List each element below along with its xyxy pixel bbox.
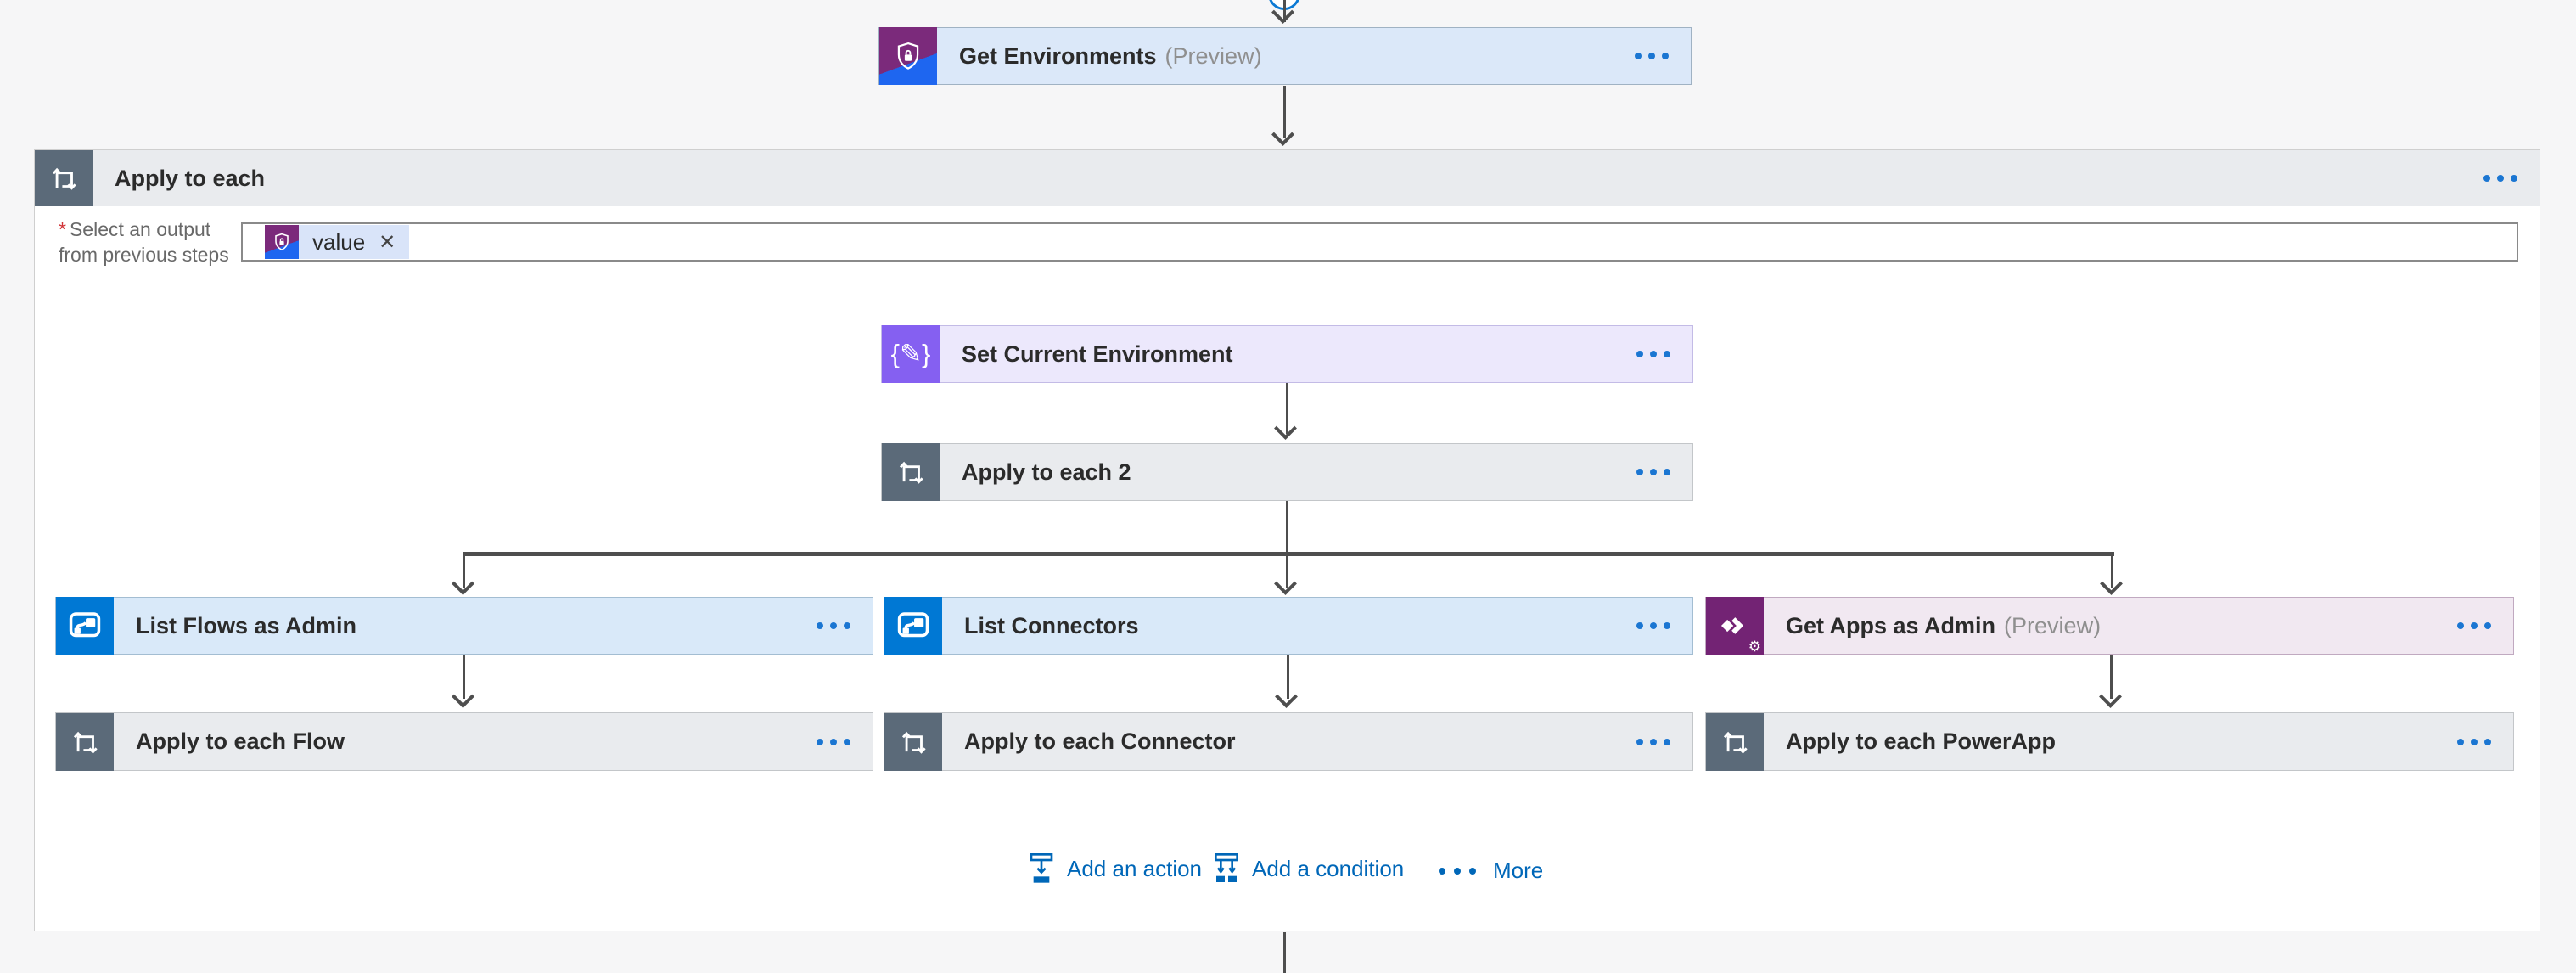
arrow-down-icon bbox=[1274, 572, 1297, 595]
required-marker: * bbox=[59, 218, 66, 240]
connector-line bbox=[1286, 383, 1288, 434]
preview-badge: (Preview) bbox=[2004, 612, 2102, 638]
action-list-connectors[interactable]: List Connectors bbox=[884, 597, 1693, 655]
loop-icon bbox=[56, 712, 114, 771]
action-title: Apply to each Flow bbox=[136, 728, 345, 754]
scope-title: Apply to each bbox=[115, 165, 266, 191]
action-set-current-environment[interactable]: {✎} Set Current Environment bbox=[881, 325, 1693, 383]
connector-line bbox=[1283, 932, 1286, 973]
ellipsis-menu-button[interactable] bbox=[1636, 351, 1670, 357]
arrow-down-icon bbox=[452, 572, 474, 595]
gear-icon: ⚙ bbox=[1748, 638, 1761, 655]
arrow-down-icon bbox=[2100, 572, 2123, 595]
action-title: List Flows as Admin bbox=[136, 612, 357, 638]
ellipsis-menu-button[interactable] bbox=[2457, 738, 2491, 745]
power-automate-icon bbox=[56, 597, 114, 655]
connector-line bbox=[463, 556, 465, 588]
ellipsis-menu-button[interactable] bbox=[1635, 53, 1669, 59]
branch-connector-bar bbox=[463, 552, 2114, 556]
connector-line bbox=[1286, 501, 1288, 554]
ellipsis-menu-button[interactable] bbox=[817, 622, 850, 629]
more-dots-icon bbox=[1439, 867, 1476, 875]
action-get-environments[interactable]: Get Environments (Preview) bbox=[878, 27, 1692, 85]
connector-line bbox=[1286, 556, 1288, 588]
action-title: Apply to each Connector bbox=[964, 728, 1236, 754]
preview-badge: (Preview) bbox=[1165, 42, 1262, 69]
loop-apply-to-each-connector[interactable]: Apply to each Connector bbox=[884, 712, 1693, 771]
ellipsis-menu-button[interactable] bbox=[1636, 469, 1670, 475]
connector-line bbox=[1283, 86, 1286, 138]
add-condition-icon bbox=[1215, 853, 1238, 882]
arrow-down-icon bbox=[1275, 685, 1298, 708]
more-button[interactable]: More bbox=[1439, 858, 1543, 884]
connector-line bbox=[2110, 655, 2113, 699]
connector-line bbox=[2111, 556, 2113, 588]
arrow-down-icon bbox=[452, 685, 474, 708]
action-title: List Connectors bbox=[964, 612, 1139, 638]
arrow-down-icon bbox=[1274, 417, 1297, 440]
power-platform-admin-shield-icon bbox=[879, 27, 937, 85]
action-title: Apply to each PowerApp bbox=[1786, 728, 2057, 754]
loop-icon bbox=[882, 443, 940, 501]
connector-line bbox=[1287, 655, 1289, 699]
ellipsis-menu-button[interactable] bbox=[2483, 175, 2517, 182]
add-an-action-button[interactable]: Add an action bbox=[1028, 852, 1202, 885]
loop-icon bbox=[884, 712, 942, 771]
add-action-icon bbox=[1030, 853, 1053, 883]
apply-to-each-header[interactable]: Apply to each bbox=[35, 150, 2540, 206]
action-get-apps-as-admin[interactable]: ⚙ Get Apps as Admin (Preview) bbox=[1705, 597, 2514, 655]
arrow-down-icon bbox=[2099, 685, 2122, 708]
loop-apply-to-each-2[interactable]: Apply to each 2 bbox=[881, 443, 1693, 501]
loop-icon bbox=[35, 150, 93, 206]
token-label: value bbox=[312, 228, 366, 255]
ellipsis-menu-button[interactable] bbox=[1636, 622, 1670, 629]
action-title: Get Apps as Admin bbox=[1786, 612, 1996, 638]
arrow-down-icon bbox=[1271, 123, 1294, 146]
param-label: *Select an output from previous steps bbox=[59, 218, 229, 266]
action-title: Get Environments bbox=[959, 42, 1157, 69]
connector-line bbox=[463, 655, 465, 699]
scope-apply-to-each: Apply to each *Select an output from pre… bbox=[34, 149, 2540, 931]
variables-icon: {✎} bbox=[882, 325, 940, 383]
action-title: Set Current Environment bbox=[962, 340, 1233, 367]
loop-apply-to-each-powerapp[interactable]: Apply to each PowerApp bbox=[1705, 712, 2514, 771]
power-apps-icon: ⚙ bbox=[1706, 597, 1764, 655]
remove-token-icon[interactable]: ✕ bbox=[379, 230, 396, 254]
action-list-flows-as-admin[interactable]: List Flows as Admin bbox=[55, 597, 873, 655]
connector-line bbox=[1283, 0, 1286, 22]
action-title: Apply to each 2 bbox=[962, 458, 1131, 485]
power-automate-icon bbox=[884, 597, 942, 655]
power-platform-admin-shield-icon bbox=[265, 225, 299, 259]
select-output-input[interactable]: value ✕ bbox=[241, 222, 2518, 262]
ellipsis-menu-button[interactable] bbox=[2457, 622, 2491, 629]
loop-icon bbox=[1706, 712, 1764, 771]
ellipsis-menu-button[interactable] bbox=[817, 738, 850, 745]
value-token[interactable]: value ✕ bbox=[265, 225, 410, 259]
add-a-condition-button[interactable]: Add a condition bbox=[1213, 852, 1404, 885]
loop-apply-to-each-flow[interactable]: Apply to each Flow bbox=[55, 712, 873, 771]
ellipsis-menu-button[interactable] bbox=[1636, 738, 1670, 745]
